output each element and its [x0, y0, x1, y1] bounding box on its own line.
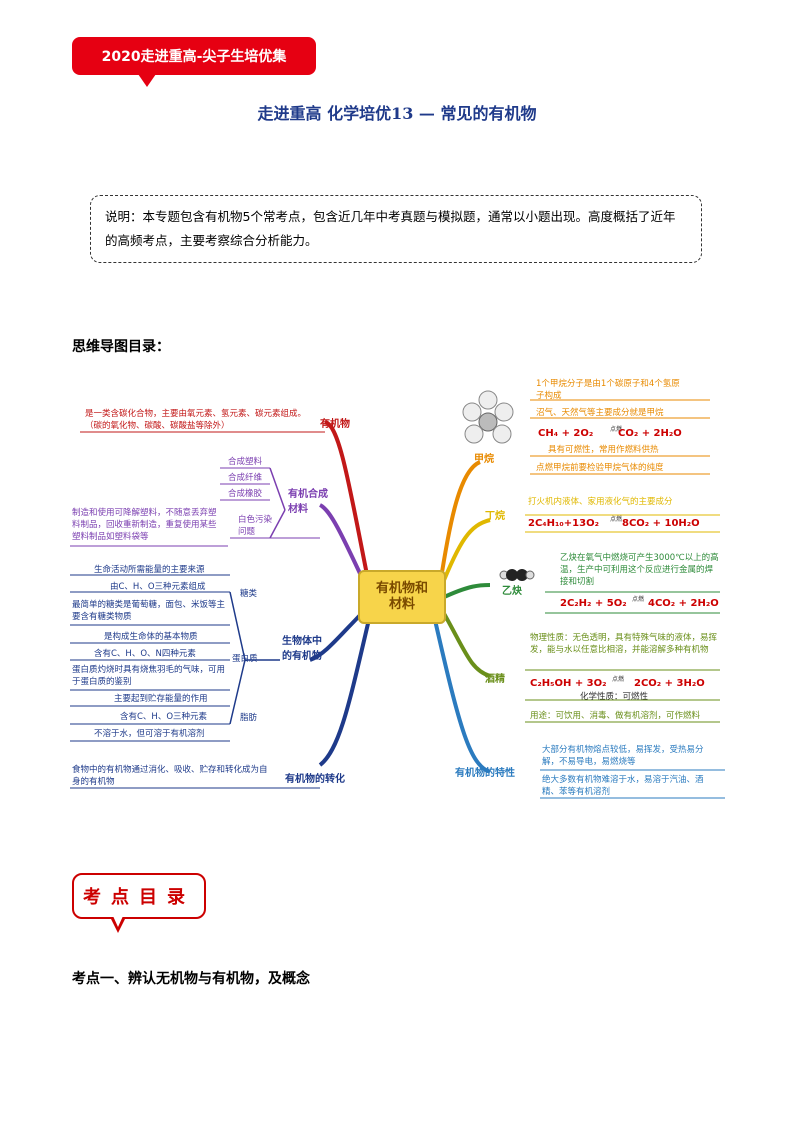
- sugar-item-3: 最简单的糖类是葡萄糖，面包、米饭等主要含有糖类物质: [72, 600, 226, 622]
- white-pollution-label: 白色污染问题: [238, 515, 273, 537]
- property-label: 有机物的特性: [455, 768, 515, 779]
- methane-item-2: 沼气、天然气等主要成分就是甲烷: [536, 408, 664, 418]
- page-title: 走进重高 化学培优13 — 常见的有机物: [257, 104, 537, 123]
- butane-eq-left: 2C₄H₁₀+13O₂: [528, 518, 599, 529]
- synthetic-item-2: 合成纤维: [228, 473, 263, 483]
- methane-eq-left: CH₄ + 2O₂: [538, 428, 594, 439]
- acetylene-eq-left: 2C₂H₂ + 5O₂: [560, 598, 627, 609]
- organic-label: 有机物: [320, 419, 350, 430]
- protein-label: 蛋白质: [232, 654, 258, 664]
- fat-item-3: 不溶于水，但可溶于有机溶剂: [94, 729, 205, 739]
- butane-item-1: 打火机内液体、家用液化气的主要成分: [528, 497, 673, 507]
- sugar-label: 糖类: [240, 589, 258, 599]
- protein-item-3: 蛋白质灼烧时具有烧焦羽毛的气味，可用于蛋白质的鉴别: [72, 665, 226, 687]
- methane-eq-right: CO₂ + 2H₂O: [618, 428, 682, 439]
- mindmap-center: 有机物和材料: [358, 570, 446, 624]
- bio-label: 生物体中的有机物: [282, 636, 322, 662]
- acetylene-item-1: 乙炔在氧气中燃烧可产生3000℃以上的高温，生产中可利用这个反应进行金属的焊接和…: [560, 553, 719, 587]
- banner-tail: [138, 74, 156, 87]
- synthetic-label: 有机合成材料: [288, 489, 328, 515]
- fat-item-2: 含有C、H、O三种元素: [120, 712, 208, 722]
- mindmap: 有机物和材料 是一类含碳化合物，主要由氧元素、氢元素、碳元素组成。（碳的氧化物、…: [70, 370, 730, 810]
- alcohol-eq-right: 2CO₂ + 3H₂O: [634, 678, 705, 689]
- alcohol-item-2: 化学性质：可燃性: [580, 692, 649, 702]
- methane-label: 甲烷: [474, 454, 494, 465]
- kaodian-1-heading: 考点一、辨认无机物与有机物，及概念: [72, 971, 310, 987]
- fat-label: 脂肪: [240, 713, 258, 723]
- transform-text: 食物中的有机物通过消化、吸收、贮存和转化成为自身的有机物: [72, 765, 268, 787]
- kaodian-tail-inner: [113, 916, 123, 927]
- butane-label: 丁烷: [485, 511, 505, 522]
- alcohol-label: 酒精: [485, 674, 505, 685]
- header-banner: 2020走进重高-尖子生培优集: [72, 37, 316, 75]
- alcohol-eq-left: C₂H₅OH + 3O₂: [530, 678, 607, 689]
- property-item-1: 大部分有机物熔点较低，易挥发，受热易分解，不易导电，易燃烧等: [542, 745, 704, 767]
- description-box: 说明：本专题包含有机物5个常考点，包含近几年中考真题与模拟题，通常以小题出现。高…: [90, 195, 702, 263]
- methane-item-3: 具有可燃性，常用作燃料供热: [548, 445, 659, 455]
- organic-definition: 是一类含碳化合物，主要由氧元素、氢元素、碳元素组成。（碳的氧化物、碳酸、碳酸盐等…: [85, 409, 307, 431]
- protein-item-2: 含有C、H、O、N四种元素: [94, 649, 196, 659]
- fat-item-1: 主要起到贮存能量的作用: [114, 694, 208, 704]
- alcohol-item-3: 用途：可饮用、消毒、做有机溶剂，可作燃料: [530, 711, 701, 721]
- acetylene-label: 乙炔: [502, 586, 522, 597]
- transform-label: 有机物的转化: [285, 774, 345, 785]
- butane-eq-cond: 点燃: [610, 516, 623, 523]
- alcohol-eq-cond: 点燃: [612, 676, 625, 683]
- alcohol-item-1: 物理性质：无色透明，具有特殊气味的液体，易挥发，能与水以任意比相溶，并能溶解多种…: [530, 633, 718, 655]
- methane-item-4: 点燃甲烷前要检验甲烷气体的纯度: [536, 463, 664, 473]
- mindmap-heading: 思维导图目录：: [72, 339, 170, 355]
- methane-eq-cond: 点燃: [610, 426, 623, 433]
- sugar-item-2: 由C、H、O三种元素组成: [110, 582, 206, 592]
- kaodian-box: 考点目录: [72, 873, 206, 919]
- acetylene-eq-cond: 点燃: [632, 596, 645, 603]
- methane-item-1: 1个甲烷分子是由1个碳原子和4个氢原子构成: [536, 379, 680, 401]
- property-item-2: 绝大多数有机物难溶于水，易溶于汽油、酒精、苯等有机溶剂: [542, 775, 704, 797]
- protein-item-1: 是构成生命体的基本物质: [104, 632, 198, 642]
- butane-eq-right: 8CO₂ + 10H₂O: [622, 518, 700, 529]
- synthetic-item-1: 合成塑料: [228, 457, 263, 467]
- white-pollution-text: 制造和使用可降解塑料，不随意丢弃塑料制品，回收重新制造，重复使用某些塑料制品如塑…: [72, 508, 217, 542]
- sugar-item-1: 生命活动所需能量的主要来源: [94, 565, 205, 575]
- acetylene-eq-right: 4CO₂ + 2H₂O: [648, 598, 719, 609]
- synthetic-item-3: 合成橡胶: [228, 489, 263, 499]
